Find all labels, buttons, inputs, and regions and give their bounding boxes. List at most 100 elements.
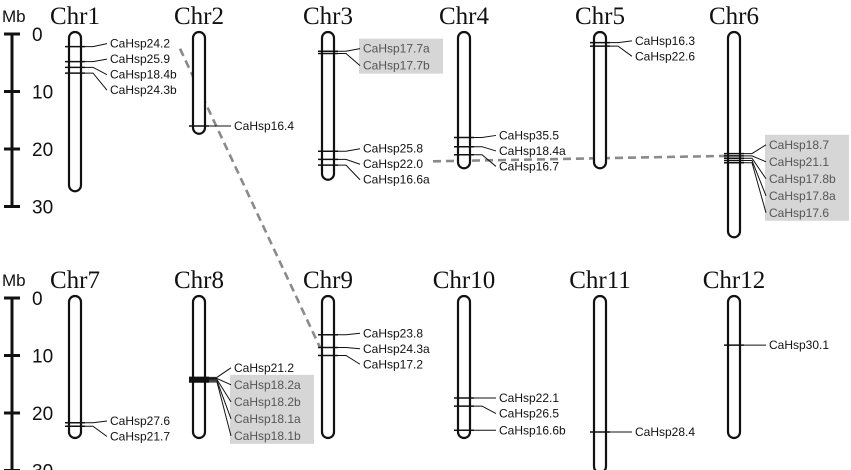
scale-tick-label: 0 (32, 289, 43, 310)
gene-leader-line (338, 355, 361, 365)
scale-unit-label: Mb (2, 271, 26, 290)
chromosome-body (67, 294, 83, 440)
chromosome-name: Chr7 (50, 267, 100, 294)
chromosome-body (592, 294, 608, 470)
gene-label: CaHsp16.6a (363, 173, 430, 187)
gene-leader-line (338, 332, 361, 336)
gene-label: CaHsp24.3a (363, 342, 430, 356)
chromosome-chr1: Chr1CaHsp24.2CaHsp25.9CaHsp18.4bCaHsp24.… (50, 3, 177, 193)
chromosome-name: Chr10 (433, 267, 496, 294)
gene-label: CaHsp18.2a (234, 378, 301, 392)
gene-label: CaHsp18.4a (499, 144, 566, 158)
gene-leader-line (338, 346, 361, 350)
highlight-box (230, 374, 314, 444)
gene-leader-line (85, 66, 108, 76)
gene-label: CaHsp27.6 (110, 414, 170, 428)
gene-label: CaHsp18.1b (234, 429, 301, 443)
gene-leader-line (85, 43, 108, 48)
chromosome-body (320, 294, 336, 440)
gene-leader-line (209, 381, 232, 436)
gene-label: CaHsp21.2 (234, 361, 294, 375)
gene-leader-line (744, 157, 767, 180)
gene-label: CaHsp18.2b (234, 395, 301, 409)
gene-leader-line (338, 48, 361, 52)
gene-leader-line (209, 380, 232, 420)
gene-label: CaHsp16.4 (234, 119, 294, 133)
chromosome-name: Chr6 (709, 3, 759, 30)
gene-leader-line (474, 146, 497, 152)
gene-leader-line (610, 40, 633, 44)
gene-label: CaHsp24.2 (110, 37, 170, 51)
gene-label: CaHsp18.7 (769, 138, 829, 152)
scale-tick-label: 0 (32, 25, 43, 46)
gene-leader-line (744, 144, 767, 155)
duplication-link (432, 154, 727, 163)
scale-tick-label: 30 (32, 198, 53, 219)
chromosome-name: Chr1 (50, 3, 100, 30)
chromosome-body (726, 30, 742, 239)
chromosome-name: Chr2 (174, 3, 224, 30)
scale-tick-label: 30 (32, 462, 53, 470)
highlight-box (359, 38, 443, 74)
gene-label: CaHsp21.1 (769, 155, 829, 169)
gene-leader-line (744, 162, 767, 213)
gene-leader-line (338, 53, 361, 67)
gene-label: CaHsp28.4 (635, 425, 695, 439)
chromosome-name: Chr8 (174, 267, 224, 294)
gene-label: CaHsp25.8 (363, 142, 423, 156)
chromosome-body (726, 294, 742, 440)
gene-label: CaHsp17.8b (769, 172, 836, 186)
gene-label: CaHsp16.6b (499, 423, 566, 437)
gene-label: CaHsp17.8a (769, 189, 836, 203)
gene-leader-line (85, 72, 108, 91)
gene-leader-line (474, 154, 497, 167)
gene-leader-line (338, 148, 361, 152)
gene-label: CaHsp16.3 (635, 34, 695, 48)
scale-unit-label: Mb (2, 7, 26, 26)
gene-label: CaHsp35.5 (499, 128, 559, 142)
gene-label: CaHsp18.1a (234, 412, 301, 426)
gene-label: CaHsp22.6 (635, 49, 695, 63)
gene-label: CaHsp26.5 (499, 407, 559, 421)
chromosome-body (191, 30, 207, 135)
gene-label: CaHsp17.7b (363, 59, 430, 73)
gene-leader-line (338, 158, 361, 165)
gene-label: CaHsp22.0 (363, 157, 423, 171)
chromosome-name: Chr4 (439, 3, 490, 30)
scale-tick-label: 20 (32, 404, 53, 425)
chromosome-body (592, 30, 608, 170)
highlight-box (765, 134, 849, 221)
chromosome-row-bottom: Chr7CaHsp27.6CaHsp21.7Chr8CaHsp21.2CaHsp… (50, 267, 829, 470)
chromosome-row-top: Chr1CaHsp24.2CaHsp25.9CaHsp18.4bCaHsp24.… (50, 3, 849, 239)
gene-leader-line (338, 164, 361, 181)
gene-label: CaHsp18.4b (110, 68, 177, 82)
scale-tick-label: 10 (32, 83, 53, 104)
gene-label: CaHsp17.2 (363, 357, 423, 371)
chromosome-body (320, 30, 336, 181)
chromosome-name: Chr11 (569, 267, 631, 294)
chromosome-body (456, 294, 472, 440)
gene-label: CaHsp17.6 (769, 206, 829, 220)
scale-tick-label: 20 (32, 140, 53, 161)
gene-label: CaHsp23.8 (363, 326, 423, 340)
scale-tick-label: 10 (32, 347, 53, 368)
chromosome-name: Chr3 (303, 3, 353, 30)
gene-leader-line (610, 45, 633, 57)
gene-label: CaHsp24.3b (110, 83, 177, 97)
scale-bar: Mb 0 10 20 30 (2, 7, 53, 219)
chromosome-body (67, 30, 83, 193)
chromosome-name: Chr12 (703, 267, 766, 294)
gene-label: CaHsp21.7 (110, 429, 170, 443)
duplication-links (178, 48, 727, 349)
gene-label: CaHsp22.1 (499, 391, 559, 405)
gene-leader-line (209, 379, 232, 403)
gene-leader-line (744, 155, 767, 163)
chromosome-name: Chr5 (575, 3, 625, 30)
